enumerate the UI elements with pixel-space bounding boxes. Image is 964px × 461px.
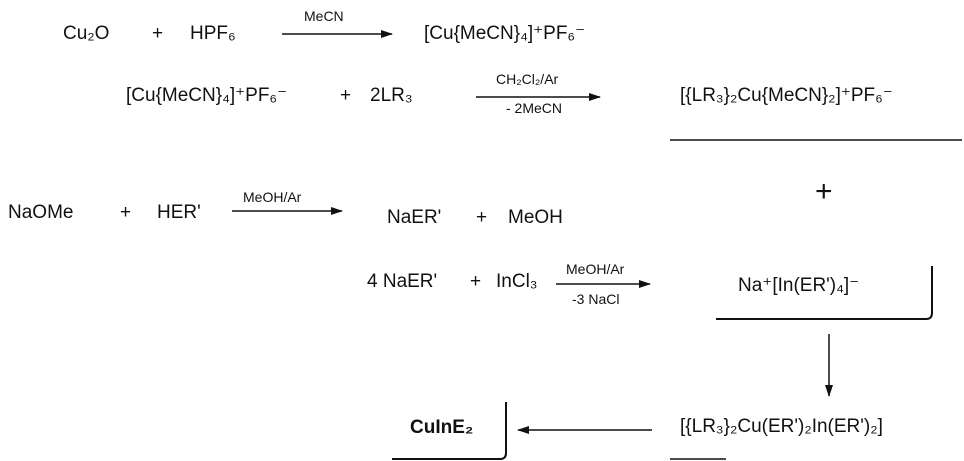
row4-condition-bottom: -3 NaCl: [572, 291, 620, 307]
plus-sign: +: [340, 85, 352, 106]
single-source-precursor: [{LR₃}₂Cu(ER')₂In(ER')₂]: [680, 416, 883, 437]
naer-product: NaER': [387, 207, 442, 228]
row2-condition-bottom: - 2MeCN: [506, 100, 563, 116]
row3-condition: MeOH/Ar: [243, 189, 302, 205]
cu-mecn4-product: [Cu{MeCN}₄]⁺PF₆⁻: [424, 23, 586, 44]
naome-reactant: NaOMe: [8, 202, 74, 223]
meoh-product: MeOH: [508, 207, 563, 228]
na-indium-complex-product: Na⁺[In(ER')₄]⁻: [738, 275, 860, 296]
cu-mecn4-reactant: [Cu{MeCN}₄]⁺PF₆⁻: [126, 85, 288, 106]
incl3-reactant: InCl₃: [496, 271, 538, 292]
her-reactant: HER': [157, 202, 201, 223]
copper-lr3-complex-product: [{LR₃}₂Cu{MeCN}₂]⁺PF₆⁻: [680, 85, 893, 106]
cuine2-final-product: CuInE₂: [410, 417, 474, 438]
row4-product-bracket: [716, 266, 933, 320]
row1-condition: MeCN: [304, 8, 344, 24]
lr3-reactant: 2LR₃: [370, 85, 413, 106]
plus-sign: +: [470, 271, 482, 292]
row4-condition-top: MeOH/Ar: [566, 261, 625, 277]
plus-sign: +: [152, 23, 164, 44]
cu2o-reactant: Cu₂O: [63, 23, 110, 44]
row2-condition-top: CH₂Cl₂/Ar: [496, 71, 559, 87]
naer-reactant: 4 NaER': [367, 271, 438, 292]
hpf6-reactant: HPF₆: [190, 23, 236, 44]
plus-sign: +: [120, 202, 132, 223]
final-product-bracket: [392, 402, 507, 460]
combine-plus-sign: +: [815, 175, 833, 208]
plus-sign: +: [476, 207, 488, 228]
